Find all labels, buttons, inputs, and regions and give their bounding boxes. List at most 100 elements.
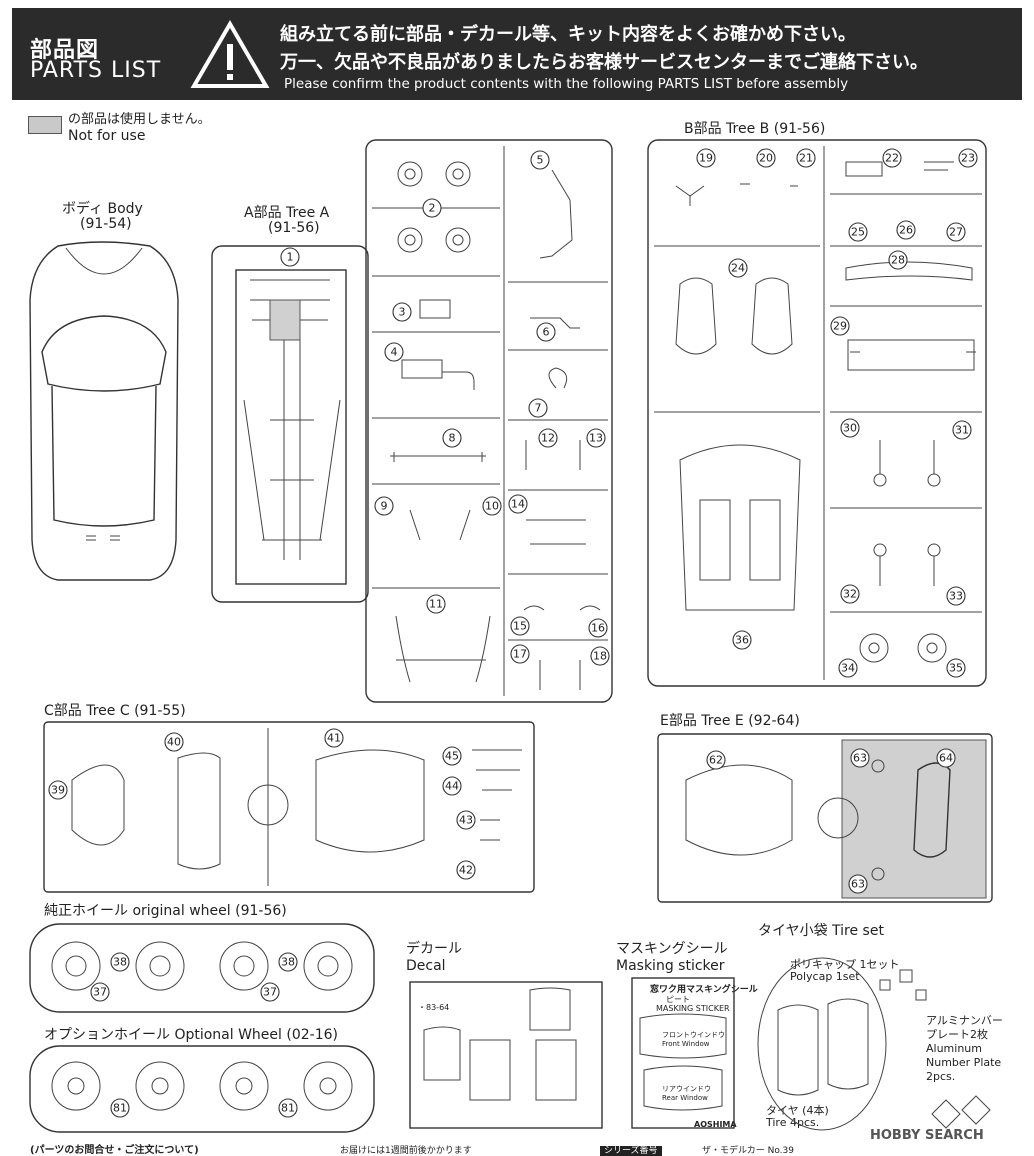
- tire-en: Tire 4pcs.: [766, 1116, 820, 1129]
- svg-text:16: 16: [591, 622, 605, 635]
- svg-text:13: 13: [589, 432, 603, 445]
- svg-text:44: 44: [445, 780, 459, 793]
- svg-text:7: 7: [535, 402, 542, 415]
- body-label: ボディ Body: [62, 201, 143, 217]
- masking-rear-en: Rear Window: [662, 1094, 708, 1102]
- svg-text:38: 38: [113, 956, 127, 969]
- decal-label-en: Decal: [406, 958, 446, 974]
- svg-text:3: 3: [399, 306, 406, 319]
- svg-text:22: 22: [885, 152, 899, 165]
- svg-text:19: 19: [699, 152, 713, 165]
- svg-text:43: 43: [459, 814, 473, 827]
- svg-text:11: 11: [429, 598, 443, 611]
- masking-label-en: Masking sticker: [616, 958, 725, 974]
- svg-text:63: 63: [851, 878, 865, 891]
- svg-text:12: 12: [541, 432, 555, 445]
- body-code: (91-54): [80, 216, 132, 232]
- tree-b-label: B部品 Tree B (91-56): [684, 121, 826, 137]
- plate-en-1: Aluminum: [926, 1042, 982, 1055]
- plate-en-2: Number Plate: [926, 1056, 1002, 1069]
- svg-text:1: 1: [287, 251, 294, 264]
- footer-series-value: ザ・モデルカー No.39: [702, 1146, 794, 1156]
- svg-text:39: 39: [51, 784, 65, 797]
- legend-en: Not for use: [68, 128, 146, 144]
- tree-a-code: (91-56): [268, 220, 320, 236]
- svg-text:37: 37: [93, 986, 107, 999]
- optional-wheel-label: オプションホイール Optional Wheel (02-16): [44, 1027, 338, 1043]
- svg-text:17: 17: [513, 648, 527, 661]
- part-number-callouts: 1 2 3 4 5 6 7 8 9 10 11 12 13 14 15 16 1…: [48, 148, 978, 1118]
- svg-text:29: 29: [833, 320, 847, 333]
- plate-en-3: 2pcs.: [926, 1070, 956, 1083]
- svg-text:63: 63: [853, 752, 867, 765]
- masking-sheet-title: 窓ワク用マスキングシール: [650, 985, 758, 995]
- warning-icon: [190, 20, 270, 88]
- svg-text:38: 38: [281, 956, 295, 969]
- notice-line-1: 組み立てる前に部品・デカール等、キット内容をよくお確かめ下さい。: [280, 24, 856, 45]
- svg-text:62: 62: [709, 754, 723, 767]
- svg-text:35: 35: [949, 662, 963, 675]
- parts-list-header: 部品図 PARTS LIST 組み立てる前に部品・デカール等、キット内容をよくお…: [12, 8, 1022, 100]
- masking-brand: AOSHIMA: [694, 1120, 737, 1129]
- svg-text:31: 31: [955, 424, 969, 437]
- plate-jp-1: アルミナンバー: [926, 1014, 1003, 1027]
- body-drawing: [29, 241, 179, 581]
- footer-left: (パーツのお問合せ・ご注文について): [30, 1145, 199, 1156]
- tire-set-label: タイヤ小袋 Tire set: [758, 923, 884, 939]
- decal-plate-1: ・83-64: [418, 1003, 450, 1012]
- svg-text:20: 20: [759, 152, 773, 165]
- svg-text:42: 42: [459, 864, 473, 877]
- masking-front: フロントウインドウ: [662, 1031, 725, 1039]
- not-used-swatch: [28, 116, 62, 134]
- title-japanese: 部品図: [30, 38, 100, 63]
- svg-text:33: 33: [949, 590, 963, 603]
- svg-text:30: 30: [843, 422, 857, 435]
- svg-text:41: 41: [327, 732, 341, 745]
- svg-text:36: 36: [735, 634, 749, 647]
- svg-text:10: 10: [485, 500, 499, 513]
- footer-middle: お届けには1週間前後かかります: [340, 1146, 472, 1156]
- svg-text:81: 81: [281, 1102, 295, 1115]
- tree-c-label: C部品 Tree C (91-55): [44, 703, 186, 719]
- svg-text:5: 5: [537, 154, 544, 167]
- svg-text:25: 25: [851, 226, 865, 239]
- svg-text:27: 27: [949, 226, 963, 239]
- svg-text:9: 9: [381, 500, 388, 513]
- tree-a-label: A部品 Tree A: [244, 205, 330, 221]
- svg-text:34: 34: [841, 662, 855, 675]
- masking-rear: リアウインドウ: [662, 1085, 711, 1093]
- svg-text:40: 40: [167, 736, 181, 749]
- masking-front-en: Front Window: [662, 1040, 710, 1048]
- svg-text:18: 18: [593, 650, 607, 663]
- svg-text:81: 81: [113, 1102, 127, 1115]
- svg-text:6: 6: [543, 326, 550, 339]
- title-english: PARTS LIST: [30, 58, 162, 83]
- masking-label-jp: マスキングシール: [616, 941, 728, 957]
- svg-text:64: 64: [939, 752, 953, 765]
- svg-text:14: 14: [511, 498, 525, 511]
- svg-text:24: 24: [731, 262, 745, 275]
- notice-english: Please confirm the product contents with…: [284, 76, 849, 92]
- svg-text:15: 15: [513, 620, 527, 633]
- watermark: HOBBY SEARCH: [870, 1128, 984, 1143]
- svg-text:32: 32: [843, 588, 857, 601]
- svg-text:8: 8: [449, 432, 456, 445]
- svg-text:26: 26: [899, 224, 913, 237]
- legend-jp: の部品は使用しません。: [68, 112, 211, 127]
- svg-text:21: 21: [799, 152, 813, 165]
- svg-text:23: 23: [961, 152, 975, 165]
- masking-sheet-title-2: ピート: [666, 995, 690, 1004]
- tire-jp: タイヤ (4本): [766, 1104, 829, 1117]
- tree-e-label: E部品 Tree E (92-64): [660, 713, 800, 729]
- footer-series-label: シリーズ番号: [600, 1146, 662, 1156]
- notice-line-2: 万一、欠品や不良品がありましたらお客様サービスセンターまでご連絡下さい。: [280, 52, 928, 73]
- plate-jp-2: プレート2枚: [926, 1028, 988, 1041]
- polycap-jp: ポリキャップ 1セット: [790, 958, 900, 971]
- svg-text:2: 2: [429, 202, 436, 215]
- svg-text:4: 4: [391, 346, 398, 359]
- masking-sheet-title-en: MASKING STICKER: [656, 1004, 730, 1013]
- svg-text:45: 45: [445, 750, 459, 763]
- original-wheel-label: 純正ホイール original wheel (91-56): [44, 903, 287, 919]
- decal-label-jp: デカール: [406, 941, 462, 957]
- svg-text:28: 28: [891, 254, 905, 267]
